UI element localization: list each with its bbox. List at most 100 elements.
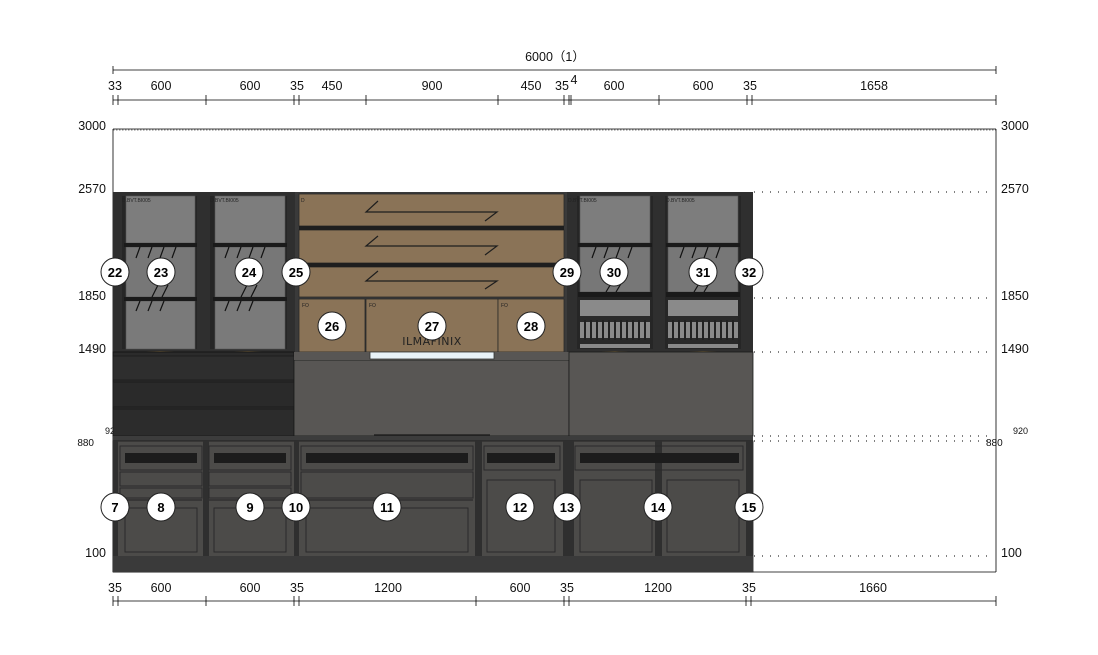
callout-27: 27 [417,311,447,341]
svg-text:7: 7 [111,500,118,515]
callout-29: 29 [552,257,582,287]
height-left-920: 920 [105,426,120,436]
svg-text:28: 28 [524,319,538,334]
glass-tag-right-1: D.BVT.BI005 [568,198,597,204]
svg-text:11: 11 [380,500,394,515]
height-left-880: 880 [77,438,94,449]
height-right-1850: 1850 [1001,289,1029,303]
wood-tag-26: FO [302,303,309,309]
svg-text:13: 13 [560,500,574,515]
svg-text:8: 8 [157,500,164,515]
height-right-920: 920 [1013,426,1028,436]
callout-8: 8 [146,492,176,522]
height-left-100: 100 [85,546,106,560]
top-dim-7: 35 [555,79,569,93]
svg-text:29: 29 [560,265,574,280]
callout-12: 12 [505,492,535,522]
height-right-2570: 2570 [1001,182,1029,196]
backsplash-zone [112,351,754,441]
top-dimension-labels: 33 600 600 35 450 900 450 35 4 600 600 3… [108,73,888,93]
callout-32: 32 [734,257,764,287]
callout-25: 25 [281,257,311,287]
svg-text:22: 22 [108,265,122,280]
height-left-1850: 1850 [78,289,106,303]
bottom-dim-9: 1660 [859,581,887,595]
glass-tag-left-1: D.BVT.BI005 [122,198,151,204]
callout-22: 22 [100,257,130,287]
callouts: 22 23 24 25 26 27 28 29 30 31 32 7 8 9 1… [100,257,764,522]
callout-10: 10 [281,492,311,522]
top-dim-8: 4 [571,73,578,87]
callout-15: 15 [734,492,764,522]
bottom-dimension-line [112,596,997,606]
svg-text:27: 27 [425,319,439,334]
callout-31: 31 [688,257,718,287]
height-left-1490: 1490 [78,342,106,356]
bottom-dim-8: 35 [742,581,756,595]
svg-text:26: 26 [325,319,339,334]
bottom-dim-7: 1200 [644,581,672,595]
svg-text:25: 25 [289,265,303,280]
top-dim-6: 450 [521,79,542,93]
svg-text:15: 15 [742,500,756,515]
bottom-dim-0: 35 [108,581,122,595]
overall-dimension-line [112,66,997,74]
svg-text:14: 14 [651,500,666,515]
svg-text:9: 9 [246,500,253,515]
svg-text:24: 24 [242,265,257,280]
top-dim-9: 600 [604,79,625,93]
callout-26: 26 [317,311,347,341]
bottom-dim-5: 600 [510,581,531,595]
wood-tag-27: FO [369,303,376,309]
height-left-3000: 3000 [78,119,106,133]
callout-23: 23 [146,257,176,287]
height-labels-left: 3000 2570 1850 1490 920 880 100 [77,119,120,560]
bottom-dim-3: 35 [290,581,304,595]
top-dim-1: 600 [151,79,172,93]
svg-text:12: 12 [513,500,527,515]
callout-11: 11 [372,492,402,522]
wood-tag-28: FO [501,303,508,309]
height-left-2570: 2570 [78,182,106,196]
top-dim-12: 1658 [860,79,888,93]
height-right-1490: 1490 [1001,342,1029,356]
top-dim-0: 33 [108,79,122,93]
bottom-dim-1: 600 [151,581,172,595]
svg-text:32: 32 [742,265,756,280]
top-dim-10: 600 [693,79,714,93]
overall-dimension-label: 6000（1） [525,50,585,64]
bottom-dim-6: 35 [560,581,574,595]
left-upper-glass-cabinets: D.BVT.BI005 D.BVT.BI005 [113,192,295,355]
height-right-100: 100 [1001,546,1022,560]
brand-text: ILMAFINIX [402,335,461,348]
callout-14: 14 [643,492,673,522]
svg-text:10: 10 [289,500,303,515]
height-right-880: 880 [986,438,1003,449]
callout-24: 24 [234,257,264,287]
top-dim-11: 35 [743,79,757,93]
top-dimension-line [112,95,997,105]
top-dim-5: 900 [422,79,443,93]
bottom-dim-2: 600 [240,581,261,595]
svg-text:30: 30 [607,265,621,280]
svg-text:31: 31 [696,265,710,280]
height-right-3000: 3000 [1001,119,1029,133]
height-labels-right: 3000 2570 1850 1490 920 880 100 [986,119,1029,560]
top-dim-2: 600 [240,79,261,93]
glass-tag-right-2: D.BVT.BI005 [666,198,695,204]
callout-13: 13 [552,492,582,522]
bottom-dim-4: 1200 [374,581,402,595]
callout-28: 28 [516,311,546,341]
top-dim-3: 35 [290,79,304,93]
height-reference-lines [754,191,992,557]
glass-tag-left-2: D.BVT.BI005 [210,198,239,204]
svg-text:23: 23 [154,265,168,280]
bottom-dimension-labels: 35 600 600 35 1200 600 35 1200 35 1660 [108,581,887,595]
wood-tag-top: D [301,198,305,204]
callout-7: 7 [100,492,130,522]
right-upper-glass-cabinets: D.BVT.BI005 D.BVT.BI005 [567,192,753,355]
callout-30: 30 [599,257,629,287]
top-dim-4: 450 [322,79,343,93]
callout-9: 9 [235,492,265,522]
